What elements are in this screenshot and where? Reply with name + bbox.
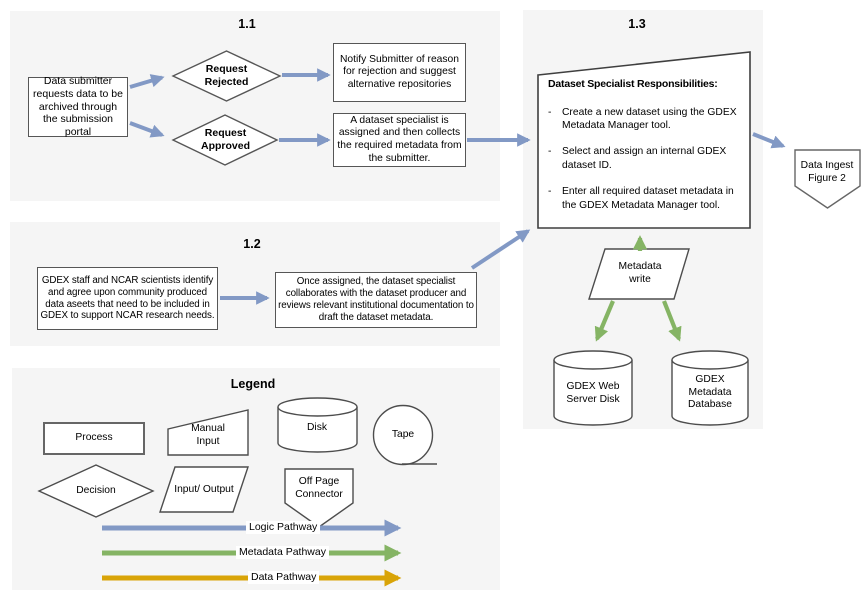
- decision-request-rejected-shape: [171, 50, 282, 102]
- disk-metadata-database-top: [671, 350, 749, 370]
- legend-input-output-shape: [159, 466, 249, 513]
- legend-disk-top: [277, 397, 358, 417]
- legend-tape-label: Tape: [391, 428, 415, 440]
- legend-metadata-pathway-label: Metadata Pathway: [236, 546, 329, 559]
- arrow-metadata-write-to-metadata-database: [662, 300, 682, 342]
- disk-metadata-database-label: GDEX Metadata Database: [687, 374, 733, 411]
- disk-web-server-label: GDEX Web Server Disk: [566, 381, 620, 405]
- section-1-1-label: 1.1: [238, 17, 256, 31]
- section-1-2-label: 1.2: [243, 237, 261, 251]
- legend-disk-label: Disk: [306, 421, 328, 433]
- io-metadata-write-label: Metadata write: [618, 261, 662, 285]
- process-identify-assets: GDEX staff and NCAR scientists identify …: [37, 267, 218, 330]
- legend-input-output-label: Input/ Output: [174, 483, 234, 495]
- arrow-responsibilities-to-data-ingest: [752, 132, 786, 149]
- bullet-dash: -: [548, 106, 552, 118]
- legend-title: Legend: [230, 377, 276, 391]
- io-metadata-write-shape: [588, 248, 690, 300]
- decision-request-approved-shape: [171, 114, 279, 166]
- disk-web-server-shape: [553, 360, 633, 426]
- responsibility-item-1: - Create a new dataset using the GDEX Me…: [548, 106, 744, 133]
- process-specialist-assigned: A dataset specialist is assigned and the…: [333, 113, 466, 167]
- manual-input-responsibilities-shape: [537, 51, 751, 229]
- process-data-submitter: Data submitter requests data to be archi…: [28, 75, 128, 138]
- process-collaborate: Once assigned, the dataset specialist co…: [275, 272, 477, 328]
- arrow-submit-to-approved: [129, 121, 165, 138]
- bullet-dash: -: [548, 186, 552, 198]
- legend-logic-pathway-label: Logic Pathway: [246, 521, 321, 534]
- process-notify-submitter: Notify Submitter of reason for rejection…: [333, 43, 466, 102]
- responsibility-item-3: - Enter all required dataset metadata in…: [548, 185, 744, 212]
- disk-metadata-database-shape: [671, 360, 749, 426]
- decision-request-rejected-label: Request Rejected: [204, 63, 249, 88]
- legend-disk-shape: [277, 407, 358, 453]
- bullet-dash: -: [548, 146, 552, 158]
- arrow-submit-to-rejected: [129, 74, 165, 89]
- legend-off-page-connector-label: Off Page Connector: [295, 476, 343, 500]
- offpage-data-ingest-label: Data Ingest Figure 2: [800, 160, 854, 184]
- legend-decision-shape: [37, 464, 155, 518]
- arrow-collaborate-to-responsibilities: [470, 229, 531, 270]
- responsibility-text-3: Enter all required dataset metadata in t…: [562, 186, 734, 211]
- responsibility-item-2: - Select and assign an internal GDEX dat…: [548, 145, 744, 172]
- arrow-metadata-write-to-web-server-disk: [594, 300, 615, 342]
- legend-manual-input-label: Manual Input: [191, 423, 225, 447]
- legend-decision-label: Decision: [76, 484, 116, 496]
- offpage-data-ingest-shape: [794, 149, 861, 209]
- section-1-3-label: 1.3: [628, 17, 646, 31]
- disk-web-server-top: [553, 350, 633, 370]
- responsibilities-title: Dataset Specialist Responsibilities:: [548, 78, 718, 90]
- responsibility-text-2: Select and assign an internal GDEX datas…: [562, 146, 727, 171]
- legend-manual-input-shape: [167, 409, 249, 456]
- legend-process: Process: [43, 422, 145, 455]
- legend-data-pathway-label: Data Pathway: [248, 571, 320, 584]
- dataset-specialist-responsibilities: Dataset Specialist Responsibilities: - C…: [548, 78, 744, 225]
- responsibility-text-1: Create a new dataset using the GDEX Meta…: [562, 106, 737, 132]
- legend-off-page-connector-shape: [284, 468, 354, 528]
- decision-request-approved-label: Request Approved: [200, 127, 250, 152]
